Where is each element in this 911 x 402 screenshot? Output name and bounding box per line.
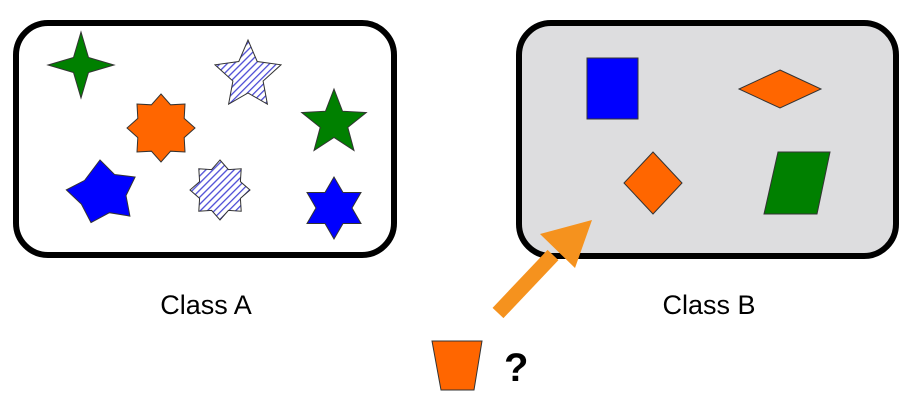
blue-6-point-star [306, 176, 362, 240]
orange-diamond [623, 151, 683, 215]
orange-8-point-star [126, 93, 196, 163]
question-mark: ? [504, 346, 528, 390]
green-5-point-star [300, 87, 368, 152]
class-b-label: Class B [662, 290, 755, 320]
hatched-5-point-star [213, 38, 283, 106]
class-b-panel [516, 20, 899, 259]
orange-trapezoid-query [431, 340, 483, 391]
blue-rectangle [586, 57, 639, 120]
arrow-to-class-b [492, 220, 592, 319]
class-a-label: Class A [160, 290, 252, 320]
green-parallelogram [763, 151, 831, 215]
orange-flat-diamond [737, 69, 823, 109]
blue-7-point-star [65, 159, 136, 224]
hatched-8-point-star [189, 159, 251, 221]
green-4-point-star [46, 30, 116, 100]
